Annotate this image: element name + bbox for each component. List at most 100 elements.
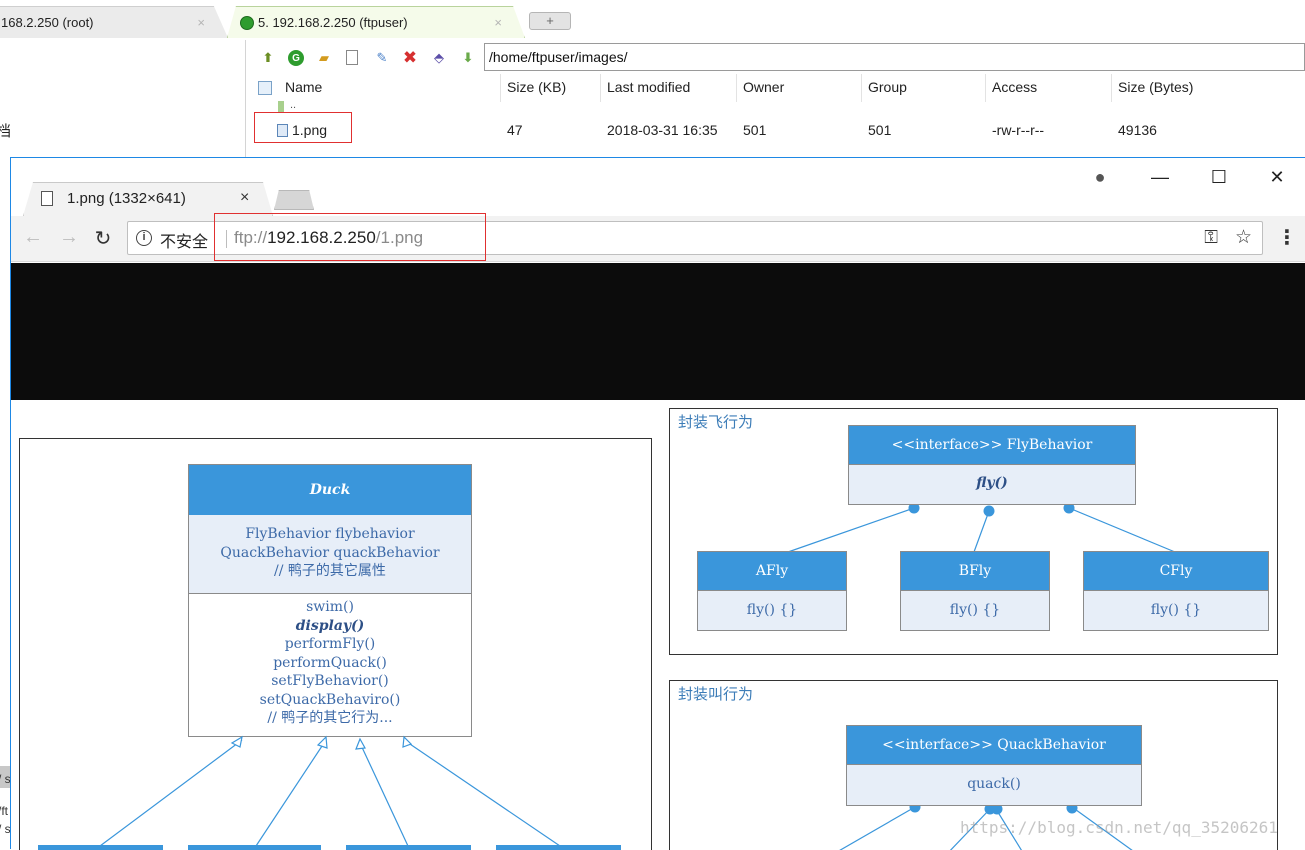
document-icon	[41, 191, 53, 206]
download-icon[interactable]: ⬇	[462, 50, 474, 65]
file-name[interactable]: 1.png	[292, 122, 328, 138]
image-black-band	[11, 263, 1305, 400]
file-access: -rw-r--r--	[992, 122, 1045, 138]
info-icon[interactable]: i	[136, 230, 152, 246]
reload-button[interactable]: ↻	[94, 228, 112, 250]
new-tab-button[interactable]: +	[529, 12, 571, 30]
ftp-tab-ftpuser[interactable]: 5. 192.168.2.250 (ftpuser) ×	[227, 6, 525, 38]
url-text[interactable]: ftp://192.168.2.250/1.png	[234, 228, 423, 248]
method: display()	[295, 617, 365, 634]
fly-behavior-frame: 封装飞行为 <<interface>> FlyBehavior fly()	[669, 408, 1278, 655]
table-row[interactable]: 1.png 47 2018-03-31 16:35 501 501 -rw-r-…	[250, 116, 1305, 144]
close-icon[interactable]: ×	[197, 15, 205, 30]
menu-icon[interactable]: ⋮	[1277, 227, 1297, 249]
close-icon[interactable]: ×	[240, 189, 250, 206]
ftp-tab-root[interactable]: 168.2.250 (root) ×	[0, 6, 228, 38]
afly-class: AFly fly() {}	[697, 551, 847, 631]
maximize-button[interactable]: ☐	[1210, 167, 1228, 187]
upload-icon[interactable]: ⬘	[434, 50, 444, 65]
security-label[interactable]: 不安全	[160, 232, 209, 251]
column-size-bytes[interactable]: Size (Bytes)	[1118, 79, 1194, 95]
highlight-box	[214, 213, 486, 261]
duck-fields: FlyBehavior flybehavior QuackBehavior qu…	[189, 515, 471, 593]
ftp-tab-bar: 168.2.250 (root) × 5. 192.168.2.250 (ftp…	[0, 0, 1305, 40]
new-file-icon[interactable]	[346, 50, 358, 65]
file-owner: 501	[743, 122, 767, 138]
url-host: 192.168.2.250	[267, 228, 376, 247]
left-pane-label: 档	[0, 123, 12, 140]
path-input[interactable]	[484, 43, 1305, 71]
column-last-modified[interactable]: Last modified	[607, 79, 691, 95]
star-icon[interactable]: ☆	[1234, 227, 1252, 248]
column-group[interactable]: Group	[868, 79, 907, 95]
ftp-tab-root-label: 168.2.250 (root)	[1, 15, 94, 30]
chrome-tab[interactable]	[23, 182, 273, 216]
parent-folder-icon[interactable]	[278, 101, 284, 113]
bfly-class: BFly fly() {}	[900, 551, 1050, 631]
cfly-class: CFly fly() {}	[1083, 551, 1269, 631]
left-pane-text: / s	[0, 822, 11, 836]
highlight-box	[254, 112, 352, 143]
column-name[interactable]: Name	[285, 79, 323, 95]
method: setFlyBehavior()	[271, 673, 389, 689]
fly-behavior-interface: <<interface>> FlyBehavior fly()	[848, 425, 1136, 505]
class-title: BFly	[901, 552, 1049, 590]
back-button[interactable]: ←	[23, 226, 43, 248]
up-folder-icon[interactable]: ⬆	[262, 50, 274, 65]
open-folder-icon[interactable]: ▰	[319, 50, 329, 65]
minimize-button[interactable]: —	[1151, 167, 1169, 187]
image-file-icon	[277, 124, 288, 137]
column-access[interactable]: Access	[992, 79, 1038, 95]
duck-title-text: Duck	[309, 482, 351, 498]
ftp-tab-ftpuser-label: 5. 192.168.2.250 (ftpuser)	[258, 15, 408, 30]
file-group: 501	[868, 122, 892, 138]
forward-button[interactable]: →	[59, 226, 79, 248]
file-size-kb: 47	[507, 122, 523, 138]
address-bar[interactable]: i 不安全 ftp://192.168.2.250/1.png ⚿ ☆	[127, 221, 1263, 255]
refresh-icon[interactable]: G	[288, 50, 304, 66]
parent-dir-label[interactable]: ..	[290, 99, 297, 111]
key-icon[interactable]: ⚿	[1204, 227, 1218, 247]
class-title: AFly	[698, 552, 846, 590]
delete-icon[interactable]: ✖	[402, 48, 418, 67]
quack-behavior-frame: 封装叫行为 <<interface>> QuackBehavior	[669, 680, 1278, 850]
chrome-toolbar: ← → ↻ i 不安全 ftp://192.168.2.250/1.png ⚿ …	[11, 216, 1305, 262]
frame-label: 封装飞行为	[678, 413, 754, 431]
realization-lines	[787, 502, 1176, 553]
duck-class-title: Duck	[189, 465, 471, 515]
url-path: /1.png	[375, 228, 424, 247]
quack-behavior-interface: <<interface>> QuackBehavior quack()	[846, 725, 1142, 806]
frame-label: 封装叫行为	[678, 685, 754, 703]
column-size-kb[interactable]: Size (KB)	[507, 79, 567, 95]
chrome-titlebar: 1.png (1332×641) × ● — ☐ ✕	[11, 158, 1305, 216]
method: performQuack()	[273, 654, 387, 671]
interface-title: <<interface>> FlyBehavior	[849, 426, 1135, 464]
field: QuackBehavior quackBehavior	[220, 544, 440, 561]
file-modified: 2018-03-31 16:35	[607, 122, 718, 138]
image-file-icon	[258, 81, 272, 95]
method: // 鸭子的其它行为...	[267, 710, 393, 726]
edit-icon[interactable]: ✎	[376, 50, 388, 65]
new-tab-button[interactable]	[274, 190, 314, 210]
connected-icon	[240, 15, 254, 30]
method: performFly()	[284, 636, 376, 652]
inheritance-arrows	[38, 735, 621, 850]
url-scheme: ftp://	[234, 228, 268, 247]
interface-method: quack()	[967, 776, 1021, 792]
left-pane-text: / s	[0, 772, 11, 786]
left-pane-scrollbar[interactable]	[0, 766, 10, 788]
left-pane-text: /ft	[0, 804, 9, 818]
chrome-tab-title: 1.png (1332×641)	[67, 190, 186, 207]
duck-methods: swim() display() performFly() performQua…	[189, 598, 471, 728]
interface-method: fly()	[976, 475, 1008, 491]
profile-icon[interactable]: ●	[1094, 167, 1106, 187]
close-icon[interactable]: ×	[494, 15, 502, 30]
column-owner[interactable]: Owner	[743, 79, 785, 95]
class-title: CFly	[1084, 552, 1268, 590]
divider	[226, 230, 227, 248]
class-method: fly() {}	[746, 602, 798, 618]
chrome-window: 1.png (1332×641) × ● — ☐ ✕ ← → ↻ i 不安全 f…	[10, 157, 1305, 850]
class-method: fly() {}	[949, 602, 1001, 618]
close-window-button[interactable]: ✕	[1269, 167, 1285, 187]
field: // 鸭子的其它属性	[274, 563, 386, 579]
